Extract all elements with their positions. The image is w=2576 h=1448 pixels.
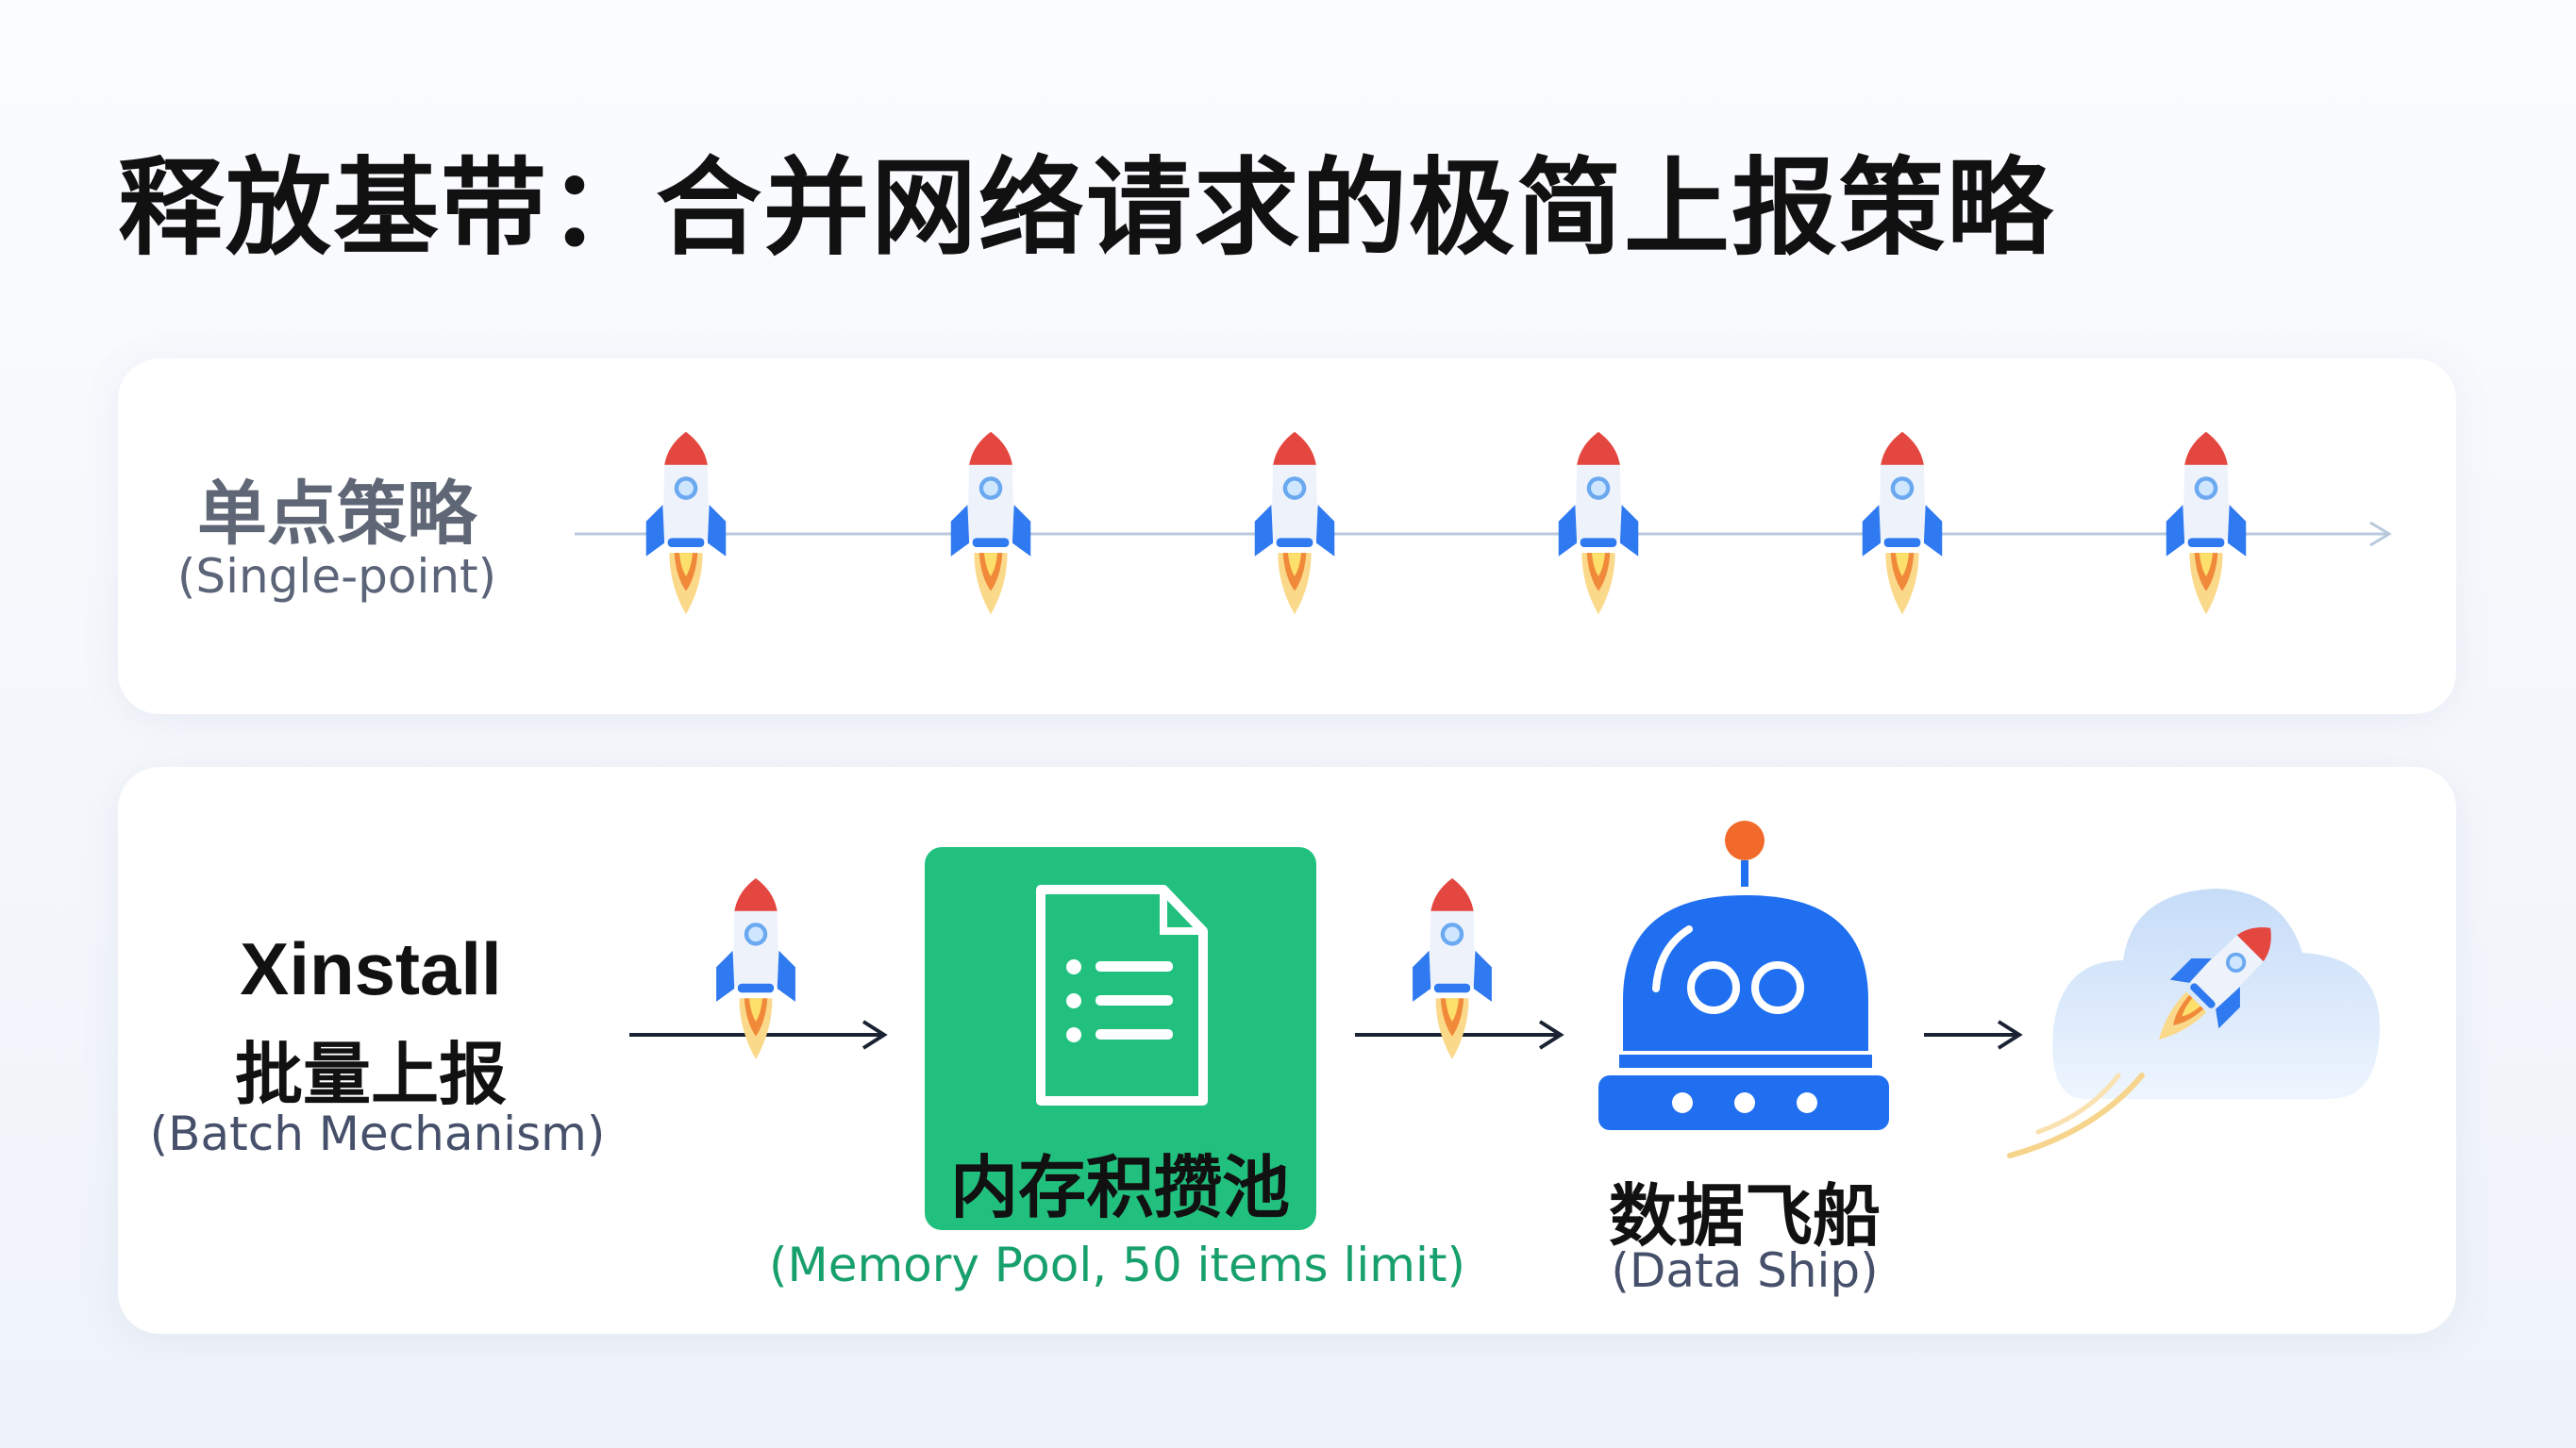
data-ship-sublabel: (Data Ship) bbox=[1611, 1243, 1879, 1298]
memory-pool-box: 内存积攒池 bbox=[925, 847, 1316, 1230]
batch-label: 批量上报 bbox=[234, 1035, 508, 1114]
timeline-arrowhead bbox=[2369, 521, 2392, 547]
memory-pool-sublabel: (Memory Pool, 50 items limit) bbox=[769, 1238, 1465, 1292]
document-list-icon bbox=[1036, 885, 1208, 1106]
rocket-icon bbox=[716, 878, 795, 1059]
data-ship-label: 数据飞船 bbox=[1608, 1176, 1882, 1256]
page-title: 释放基带：合并网络请求的极简上报策略 bbox=[118, 147, 2054, 270]
single-point-label: 单点策略 bbox=[197, 474, 477, 555]
cloud-rocket-icon bbox=[2007, 889, 2381, 1158]
batch-sublabel: (Batch Mechanism) bbox=[149, 1107, 606, 1161]
batch-brand-label: Xinstall bbox=[240, 927, 502, 1010]
data-ship-icon bbox=[1598, 821, 1889, 1130]
rocket-icon bbox=[1413, 878, 1492, 1059]
single-point-sublabel: (Single-point) bbox=[176, 549, 497, 604]
memory-pool-label: 内存积攒池 bbox=[949, 1148, 1291, 1227]
